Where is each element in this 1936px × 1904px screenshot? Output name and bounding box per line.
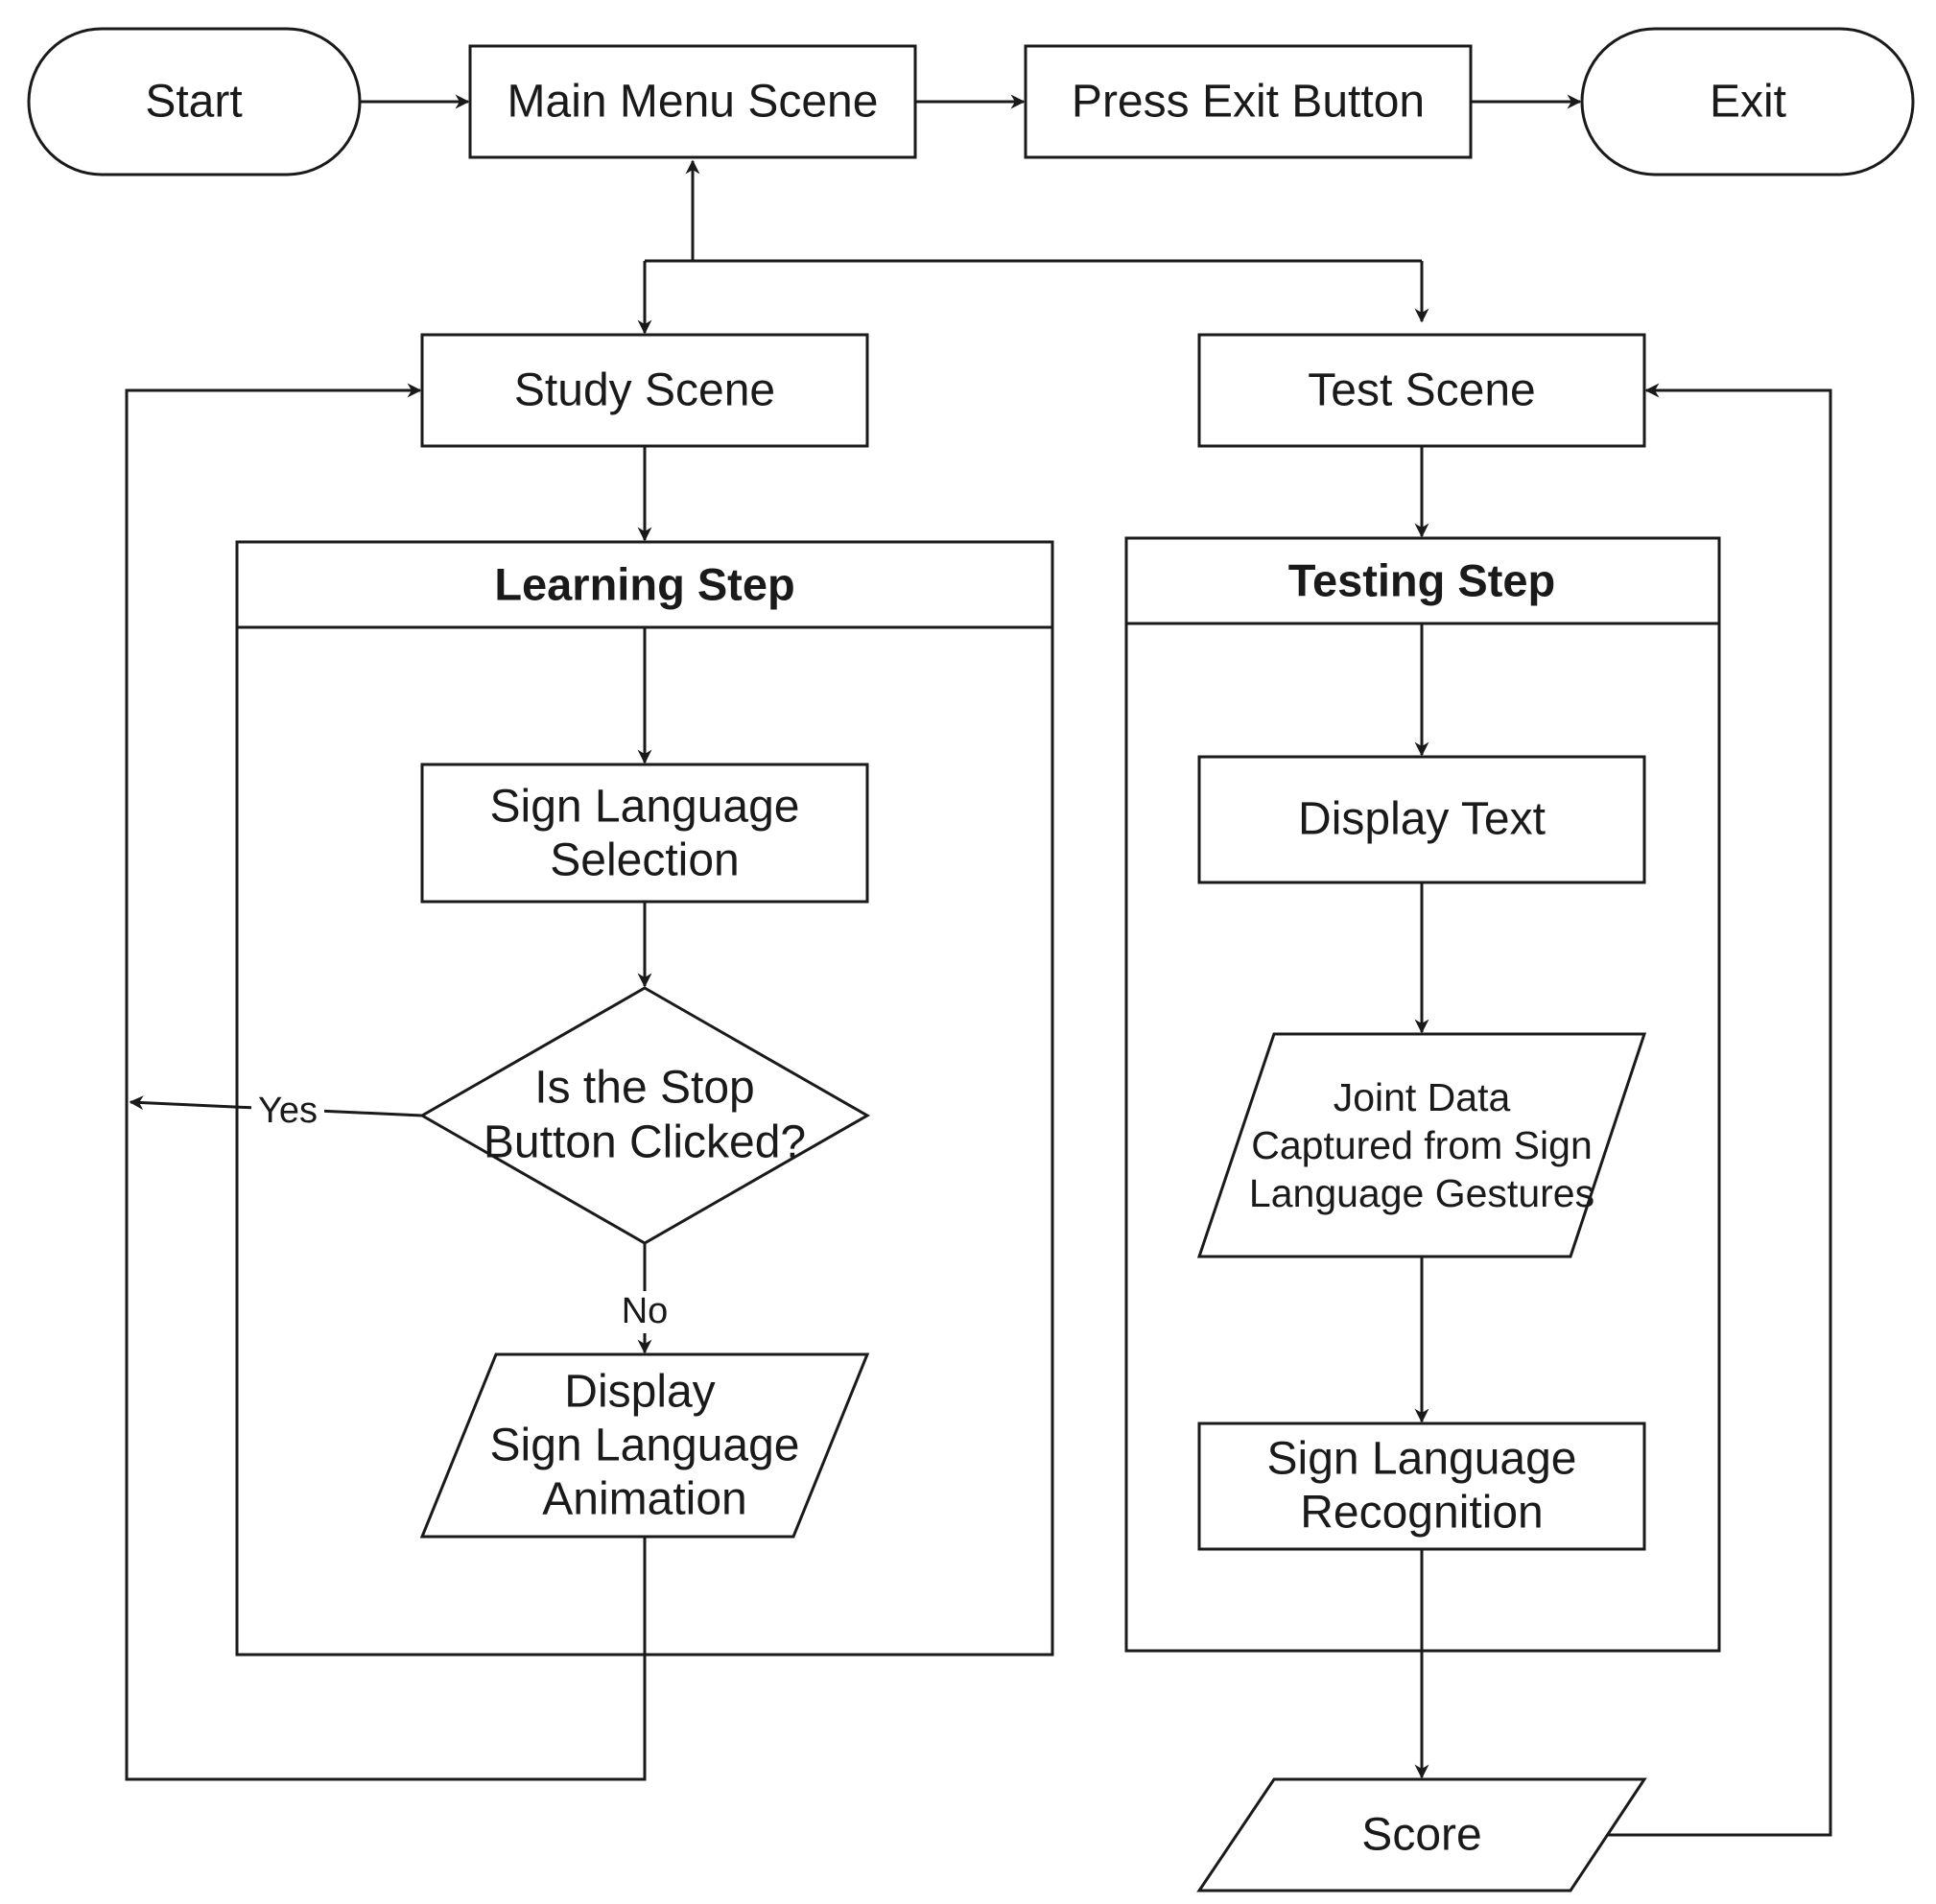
display-text-label: Display Text — [1298, 794, 1546, 845]
joint-data-line3: Language Gestures — [1249, 1171, 1594, 1215]
study-scene-box: Study Scene — [420, 333, 869, 448]
start-terminal: Start — [27, 27, 362, 176]
joint-data-line2: Captured from Sign — [1251, 1123, 1593, 1167]
recognition-line2: Recognition — [1300, 1488, 1544, 1539]
testing-step-title: Testing Step — [1288, 555, 1556, 606]
edge-label-no: No — [622, 1291, 669, 1331]
display-animation-line2: Sign Language — [490, 1421, 800, 1471]
press-exit-button-label: Press Exit Button — [1072, 77, 1425, 128]
sign-language-selection-line1: Sign Language — [490, 782, 800, 833]
stop-decision-line1: Is the Stop — [534, 1063, 754, 1114]
exit-label: Exit — [1710, 77, 1786, 128]
main-menu-scene-label: Main Menu Scene — [508, 77, 879, 128]
learning-step-title: Learning Step — [494, 559, 794, 610]
edge-score-loop-to-test-scene — [1608, 383, 1832, 1837]
sign-language-selection-line2: Selection — [550, 835, 739, 886]
edge-label-yes: Yes — [258, 1091, 318, 1131]
main-menu-scene-box: Main Menu Scene — [468, 44, 917, 159]
sign-language-selection-box: Sign Language Selection — [420, 763, 869, 904]
edge-display-animation-loop-to-study-scene — [125, 383, 647, 1781]
display-animation-line1: Display — [564, 1367, 715, 1418]
test-scene-label: Test Scene — [1308, 365, 1535, 416]
joint-data-line1: Joint Data — [1334, 1075, 1511, 1119]
joint-data-parallelogram: Joint Data Captured from Sign Language G… — [1196, 1032, 1647, 1258]
study-scene-label: Study Scene — [514, 365, 775, 416]
score-label: Score — [1361, 1810, 1481, 1861]
sign-language-recognition-box: Sign Language Recognition — [1197, 1422, 1646, 1551]
connectors — [125, 94, 1832, 1837]
press-exit-button-box: Press Exit Button — [1024, 44, 1473, 159]
score-parallelogram: Score — [1196, 1777, 1647, 1892]
display-animation-line3: Animation — [542, 1474, 746, 1525]
display-text-box: Display Text — [1197, 755, 1646, 884]
stop-decision-line2: Button Clicked? — [484, 1117, 806, 1168]
display-animation-parallelogram: Display Sign Language Animation — [419, 1352, 870, 1539]
test-scene-box: Test Scene — [1197, 333, 1646, 448]
recognition-line1: Sign Language — [1267, 1434, 1577, 1485]
stop-button-decision: Is the Stop Button Clicked? — [418, 986, 871, 1245]
exit-terminal: Exit — [1580, 27, 1915, 176]
start-label: Start — [145, 77, 242, 128]
